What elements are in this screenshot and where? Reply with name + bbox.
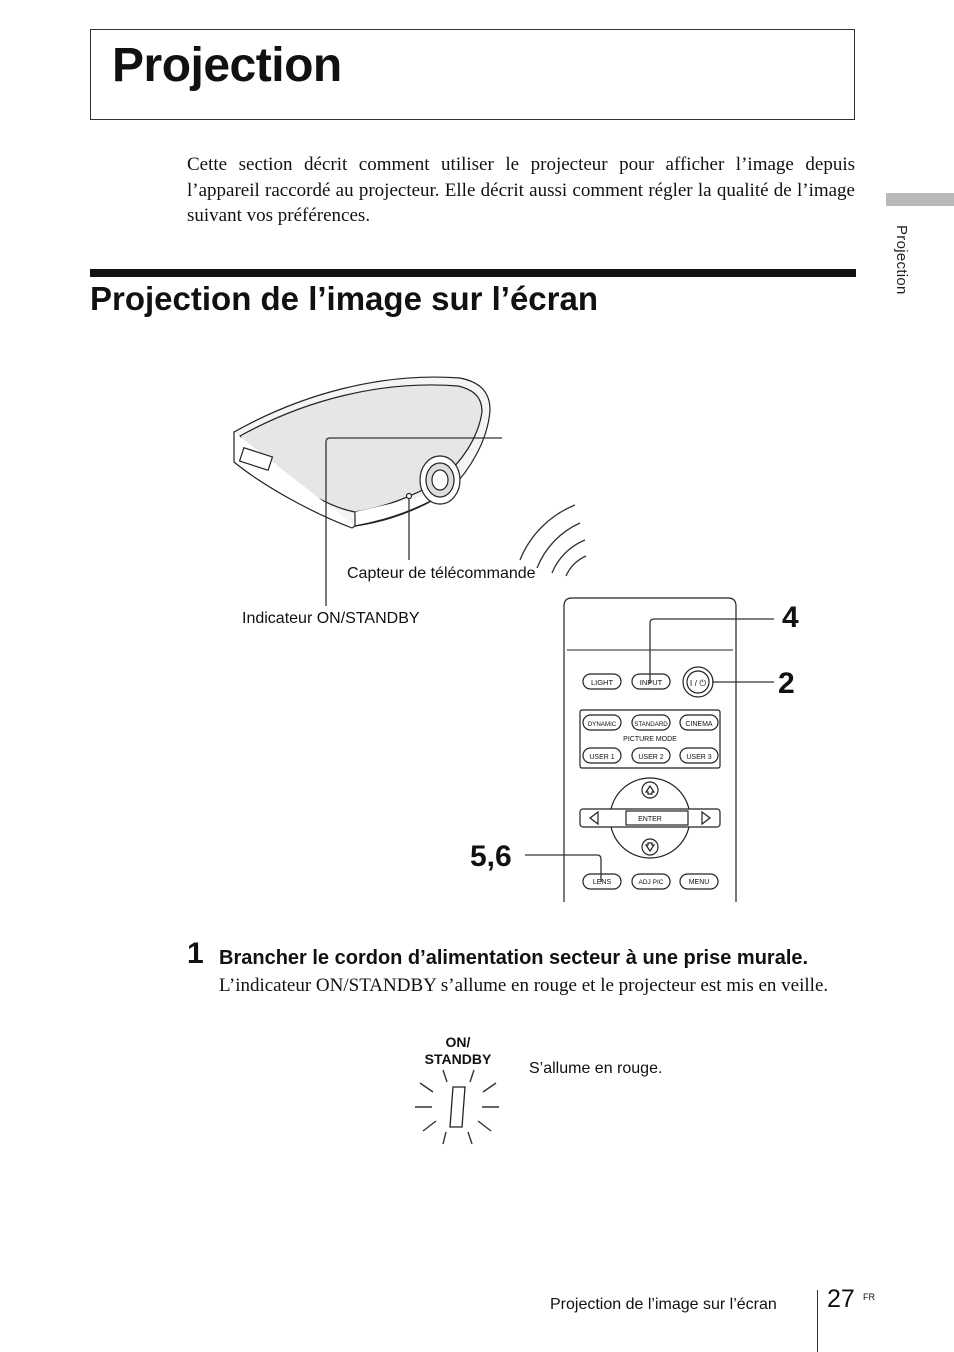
footer-divider xyxy=(817,1290,819,1352)
remote-user2-label: USER 2 xyxy=(638,754,663,761)
projector-illustration xyxy=(233,376,491,529)
section-rule xyxy=(90,269,856,277)
side-tab-marker xyxy=(886,193,954,206)
indicator-lamp xyxy=(449,1086,466,1128)
page-language: FR xyxy=(863,1292,875,1302)
remote-menu-label: MENU xyxy=(689,879,710,886)
glow-rays xyxy=(415,1069,499,1145)
remote-lens-label: LENS xyxy=(593,879,612,886)
indicator-label-line1: ON/ xyxy=(446,1034,471,1050)
remote-picture-mode-label: PICTURE MODE xyxy=(623,736,677,743)
ir-waves xyxy=(519,504,587,577)
remote-light-label: LIGHT xyxy=(591,678,614,687)
indicator-caption: Indicateur ON/STANDBY xyxy=(242,610,420,627)
remote-user3-label: USER 3 xyxy=(686,754,711,761)
indicator-label-line2: STANDBY xyxy=(425,1051,492,1067)
page-number: 27 xyxy=(827,1285,855,1313)
step-body: L’indicateur ON/STANDBY s’allume en roug… xyxy=(219,975,829,996)
indicator-caption-red: S’allume en rouge. xyxy=(529,1060,662,1077)
callout-lens: 5,6 xyxy=(470,840,512,873)
remote-adjpic-label: ADJ PIC xyxy=(639,879,664,886)
remote-control xyxy=(563,597,737,902)
step-heading: Brancher le cordon d’alimentation secteu… xyxy=(219,947,809,969)
remote-input-label: INPUT xyxy=(640,678,663,687)
footer-section-title: Projection de l’image sur l’écran xyxy=(550,1296,777,1313)
step-number: 1 xyxy=(187,937,204,970)
section-title: Projection de l’image sur l’écran xyxy=(90,280,599,317)
standby-indicator-figure: ON/ STANDBY xyxy=(415,1034,499,1145)
callout-power: 2 xyxy=(778,667,795,700)
page-title: Projection xyxy=(112,39,342,92)
side-tab-label: Projection xyxy=(893,225,910,295)
sensor-caption: Capteur de télécommande xyxy=(347,565,536,582)
callout-input: 4 xyxy=(782,601,799,634)
title-box xyxy=(90,29,855,120)
intro-paragraph: Cette section décrit comment utiliser le… xyxy=(187,154,855,226)
remote-cinema-label: CINEMA xyxy=(685,721,713,728)
remote-enter-label: ENTER xyxy=(638,816,662,823)
remote-standard-label: STANDARD xyxy=(634,721,668,728)
remote-power-label: I / ⏻ xyxy=(690,678,706,688)
remote-dynamic-label: DYNAMIC xyxy=(588,721,617,728)
remote-user1-label: USER 1 xyxy=(589,754,614,761)
